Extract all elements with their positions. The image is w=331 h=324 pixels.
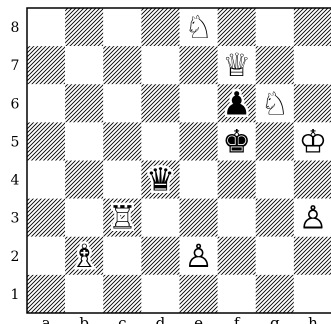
square-h1 — [294, 275, 331, 313]
square-e5 — [180, 122, 218, 160]
rank-label: 1 — [11, 287, 20, 303]
square-a6 — [27, 84, 65, 122]
square-h6 — [294, 84, 331, 122]
square-g7 — [256, 46, 294, 84]
square-b3 — [65, 199, 103, 237]
file-labels: a b c d e f g h — [42, 314, 319, 324]
file-label: c — [118, 314, 126, 324]
white-bishop-icon: ♗ — [70, 237, 99, 275]
square-g8 — [256, 8, 294, 46]
square-a3 — [27, 199, 65, 237]
square-b5 — [65, 122, 103, 160]
square-f3 — [218, 199, 256, 237]
square-a1 — [27, 275, 65, 313]
white-rook-icon: ♖ — [108, 199, 137, 237]
white-knight-icon: ♘ — [260, 84, 289, 122]
square-d7 — [141, 46, 179, 84]
square-f1 — [218, 275, 256, 313]
square-d5 — [141, 122, 179, 160]
file-label: f — [234, 314, 241, 324]
rank-label: 7 — [11, 58, 20, 74]
square-b7 — [65, 46, 103, 84]
white-pawn-icon: ♙ — [299, 199, 328, 237]
square-a2 — [27, 237, 65, 275]
file-label: d — [156, 314, 166, 324]
square-h7 — [294, 46, 331, 84]
square-f2 — [218, 237, 256, 275]
square-c7 — [103, 46, 141, 84]
square-f8 — [218, 8, 256, 46]
black-pawn-icon: ♟ — [222, 84, 251, 122]
square-c6 — [103, 84, 141, 122]
file-label: h — [308, 314, 318, 324]
rank-label: 4 — [11, 173, 20, 189]
square-g4 — [256, 161, 294, 199]
square-c1 — [103, 275, 141, 313]
square-h2 — [294, 237, 331, 275]
file-label: b — [79, 314, 89, 324]
white-queen-icon: ♕ — [222, 46, 251, 84]
square-d2 — [141, 237, 179, 275]
black-king-icon: ♚ — [222, 122, 251, 160]
rank-label: 5 — [11, 134, 20, 150]
black-queen-icon: ♛ — [146, 161, 175, 199]
square-c4 — [103, 161, 141, 199]
square-d3 — [141, 199, 179, 237]
white-pawn-icon: ♙ — [184, 237, 213, 275]
square-g5 — [256, 122, 294, 160]
square-d1 — [141, 275, 179, 313]
file-label: a — [42, 314, 51, 324]
square-g2 — [256, 237, 294, 275]
square-c2 — [103, 237, 141, 275]
square-c5 — [103, 122, 141, 160]
square-b1 — [65, 275, 103, 313]
square-e1 — [180, 275, 218, 313]
file-label: e — [194, 314, 203, 324]
square-b6 — [65, 84, 103, 122]
square-e7 — [180, 46, 218, 84]
square-g1 — [256, 275, 294, 313]
rank-label: 3 — [11, 211, 20, 227]
square-e4 — [180, 161, 218, 199]
file-label: g — [270, 314, 280, 324]
square-a8 — [27, 8, 65, 46]
square-c8 — [103, 8, 141, 46]
square-g3 — [256, 199, 294, 237]
square-b8 — [65, 8, 103, 46]
rank-label: 2 — [11, 249, 20, 265]
square-a7 — [27, 46, 65, 84]
square-h4 — [294, 161, 331, 199]
square-a4 — [27, 161, 65, 199]
square-f4 — [218, 161, 256, 199]
square-e6 — [180, 84, 218, 122]
square-b4 — [65, 161, 103, 199]
square-h8 — [294, 8, 331, 46]
square-a5 — [27, 122, 65, 160]
rank-label: 8 — [11, 20, 20, 36]
square-d8 — [141, 8, 179, 46]
rank-label: 6 — [11, 96, 20, 112]
rank-labels: 8 7 6 5 4 3 2 1 — [11, 20, 20, 303]
square-d6 — [141, 84, 179, 122]
square-e3 — [180, 199, 218, 237]
white-king-icon: ♔ — [299, 122, 328, 160]
white-knight-icon: ♘ — [184, 8, 213, 46]
